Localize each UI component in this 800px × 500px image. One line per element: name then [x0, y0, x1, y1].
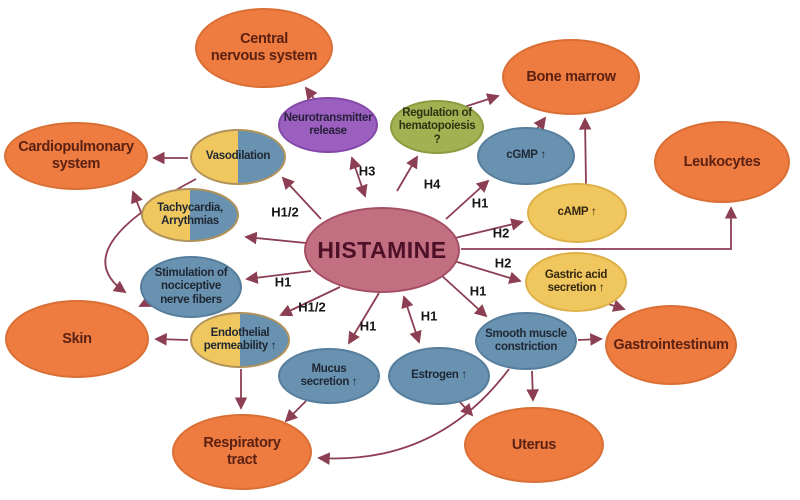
node-mucus-secretion: Mucus secretion ↑: [278, 348, 380, 404]
node-cardiopulmonary: Cardiopulmonary system: [4, 122, 148, 190]
node-label-smooth-muscle-constriction: Smooth muscle constriction: [485, 327, 567, 353]
node-uterus: Uterus: [464, 407, 604, 483]
node-label-neurotransmitter-release: Neurotransmitter release: [283, 111, 373, 137]
node-tachycardia: Tachycardia, Arrythmias: [141, 188, 239, 242]
node-label-mucus-secretion: Mucus secretion ↑: [300, 362, 358, 388]
node-label-bone-marrow: Bone marrow: [526, 68, 616, 85]
node-label-gastrointestinum: Gastrointestinum: [613, 336, 729, 353]
node-endothelial-permeability: Endothelial permeability ↑: [190, 312, 290, 368]
node-neurotransmitter-release: Neurotransmitter release: [278, 97, 378, 153]
receptor-label-histamine-to-tachycardia: H1/2: [271, 204, 299, 220]
receptor-label-histamine-to-neurotransmitter-release: H3: [358, 163, 376, 179]
receptor-label-histamine-to-estrogen: H1: [420, 308, 438, 324]
node-leukocytes: Leukocytes: [654, 121, 790, 203]
node-label-leukocytes: Leukocytes: [683, 153, 761, 170]
node-label-camp: cAMP ↑: [557, 206, 597, 219]
node-label-histamine: HISTAMINE: [317, 236, 447, 263]
receptor-label-histamine-to-mucus-secretion: H1: [359, 318, 377, 334]
receptor-label-histamine-to-nociceptive-stimulation: H1: [274, 274, 292, 290]
node-hematopoiesis-regulation: Regulation of hematopoiesis ?: [390, 100, 484, 154]
node-label-endothelial-permeability: Endothelial permeability ↑: [203, 326, 277, 352]
receptor-label-histamine-to-endothelial-permeability: H1/2: [298, 299, 326, 315]
node-bone-marrow: Bone marrow: [502, 39, 640, 115]
node-smooth-muscle-constriction: Smooth muscle constriction: [475, 312, 577, 370]
receptor-label-histamine-to-smooth-muscle-constriction: H1: [469, 283, 487, 299]
node-label-cgmp: cGMP ↑: [506, 149, 546, 162]
node-vasodilation: Vasodilation: [190, 129, 286, 185]
node-gastrointestinum: Gastrointestinum: [605, 305, 737, 385]
receptor-label-histamine-to-cgmp: H1: [471, 195, 489, 211]
node-camp: cAMP ↑: [527, 183, 627, 243]
node-cgmp: cGMP ↑: [477, 127, 575, 185]
receptor-label-histamine-to-camp: H2: [492, 225, 510, 241]
node-label-hematopoiesis-regulation: Regulation of hematopoiesis ?: [398, 107, 476, 146]
node-label-tachycardia: Tachycardia, Arrythmias: [157, 201, 223, 227]
node-estrogen: Estrogen ↑: [388, 347, 490, 405]
node-skin: Skin: [5, 300, 149, 378]
node-label-cns: Central nervous system: [210, 31, 318, 64]
receptor-label-histamine-to-gastric-acid-secretion: H2: [494, 255, 512, 271]
node-label-uterus: Uterus: [511, 436, 557, 453]
node-label-nociceptive-stimulation: Stimulation of nociceptive nerve fibers: [154, 267, 228, 306]
node-label-skin: Skin: [62, 330, 92, 347]
node-label-estrogen: Estrogen ↑: [411, 369, 467, 382]
node-label-vasodilation: Vasodilation: [205, 150, 271, 163]
node-histamine: HISTAMINE: [304, 207, 460, 293]
node-cns: Central nervous system: [195, 8, 333, 88]
node-respiratory-tract: Respiratory tract: [172, 414, 312, 490]
node-label-respiratory-tract: Respiratory tract: [203, 435, 281, 468]
node-label-gastric-acid-secretion: Gastric acid secretion ↑: [544, 268, 608, 294]
node-gastric-acid-secretion: Gastric acid secretion ↑: [525, 252, 627, 312]
node-nociceptive-stimulation: Stimulation of nociceptive nerve fibers: [140, 256, 242, 318]
receptor-label-histamine-to-hematopoiesis-regulation: H4: [423, 176, 441, 192]
node-label-cardiopulmonary: Cardiopulmonary system: [18, 139, 134, 172]
